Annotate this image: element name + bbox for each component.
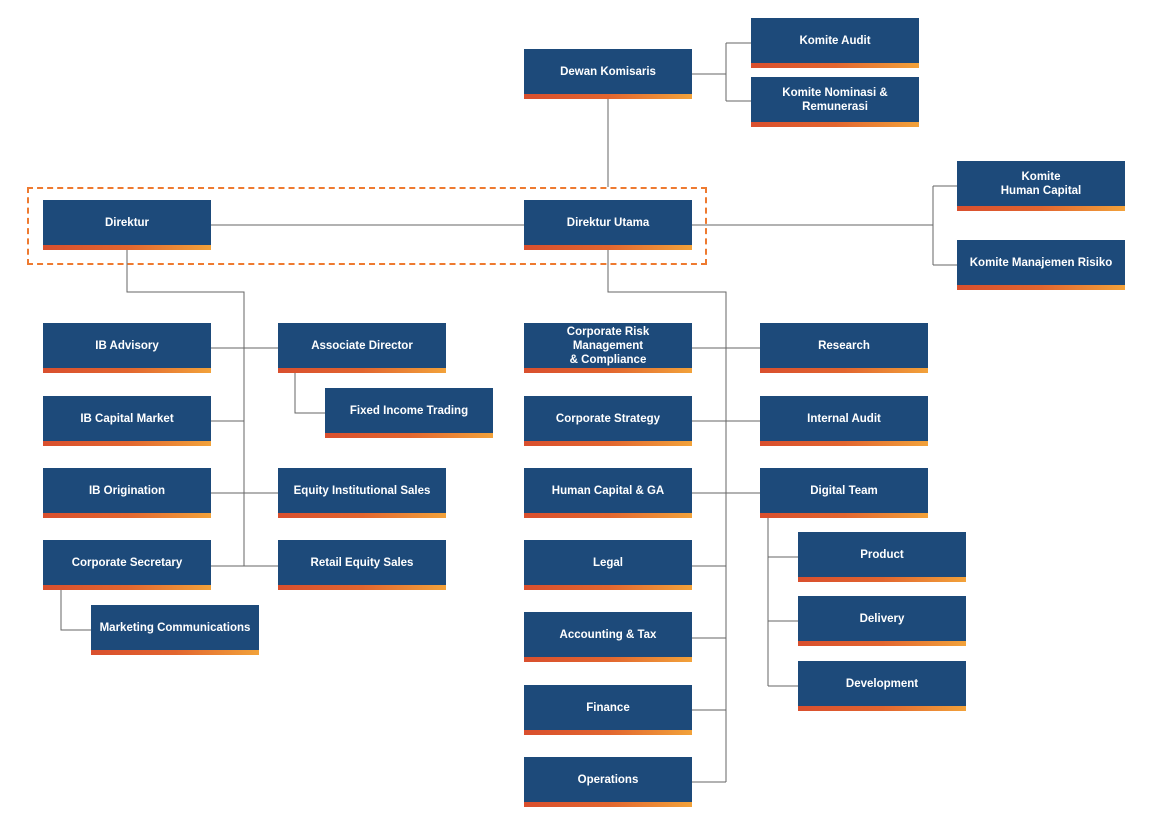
node-corporate-secretary: Corporate Secretary xyxy=(43,540,211,590)
node-development: Development xyxy=(798,661,966,711)
connector-corpsec-marketing xyxy=(60,590,91,631)
node-digital-team: Digital Team xyxy=(760,468,928,518)
connector-associate-fixed xyxy=(294,373,325,414)
node-fixed-income-trading: Fixed Income Trading xyxy=(325,388,493,438)
node-delivery: Delivery xyxy=(798,596,966,646)
node-direktur-utama: Direktur Utama xyxy=(524,200,692,250)
node-associate-director: Associate Director xyxy=(278,323,446,373)
node-internal-audit: Internal Audit xyxy=(760,396,928,446)
node-komite-audit: Komite Audit xyxy=(751,18,919,68)
node-operations: Operations xyxy=(524,757,692,807)
node-retail-equity-sales: Retail Equity Sales xyxy=(278,540,446,590)
node-product: Product xyxy=(798,532,966,582)
node-accounting-tax: Accounting & Tax xyxy=(524,612,692,662)
connector-dewan-komite xyxy=(692,42,751,102)
node-ib-origination: IB Origination xyxy=(43,468,211,518)
node-ib-advisory: IB Advisory xyxy=(43,323,211,373)
direksi-highlight-frame xyxy=(27,187,707,265)
node-research: Research xyxy=(760,323,928,373)
node-komite-human-capital: Komite Human Capital xyxy=(957,161,1125,211)
node-komite-manajemen-risiko: Komite Manajemen Risiko xyxy=(957,240,1125,290)
node-equity-institutional-sales: Equity Institutional Sales xyxy=(278,468,446,518)
node-corporate-risk: Corporate Risk Management & Compliance xyxy=(524,323,692,373)
node-komite-nominasi: Komite Nominasi & Remunerasi xyxy=(751,77,919,127)
connector-dirut-komite xyxy=(692,185,957,266)
node-ib-capital-market: IB Capital Market xyxy=(43,396,211,446)
node-finance: Finance xyxy=(524,685,692,735)
node-human-capital-ga: Human Capital & GA xyxy=(524,468,692,518)
node-marketing-communications: Marketing Communications xyxy=(91,605,259,655)
node-direktur: Direktur xyxy=(43,200,211,250)
node-corporate-strategy: Corporate Strategy xyxy=(524,396,692,446)
connector-digital-sub xyxy=(767,517,798,687)
node-dewan-komisaris: Dewan Komisaris xyxy=(524,49,692,99)
node-legal: Legal xyxy=(524,540,692,590)
